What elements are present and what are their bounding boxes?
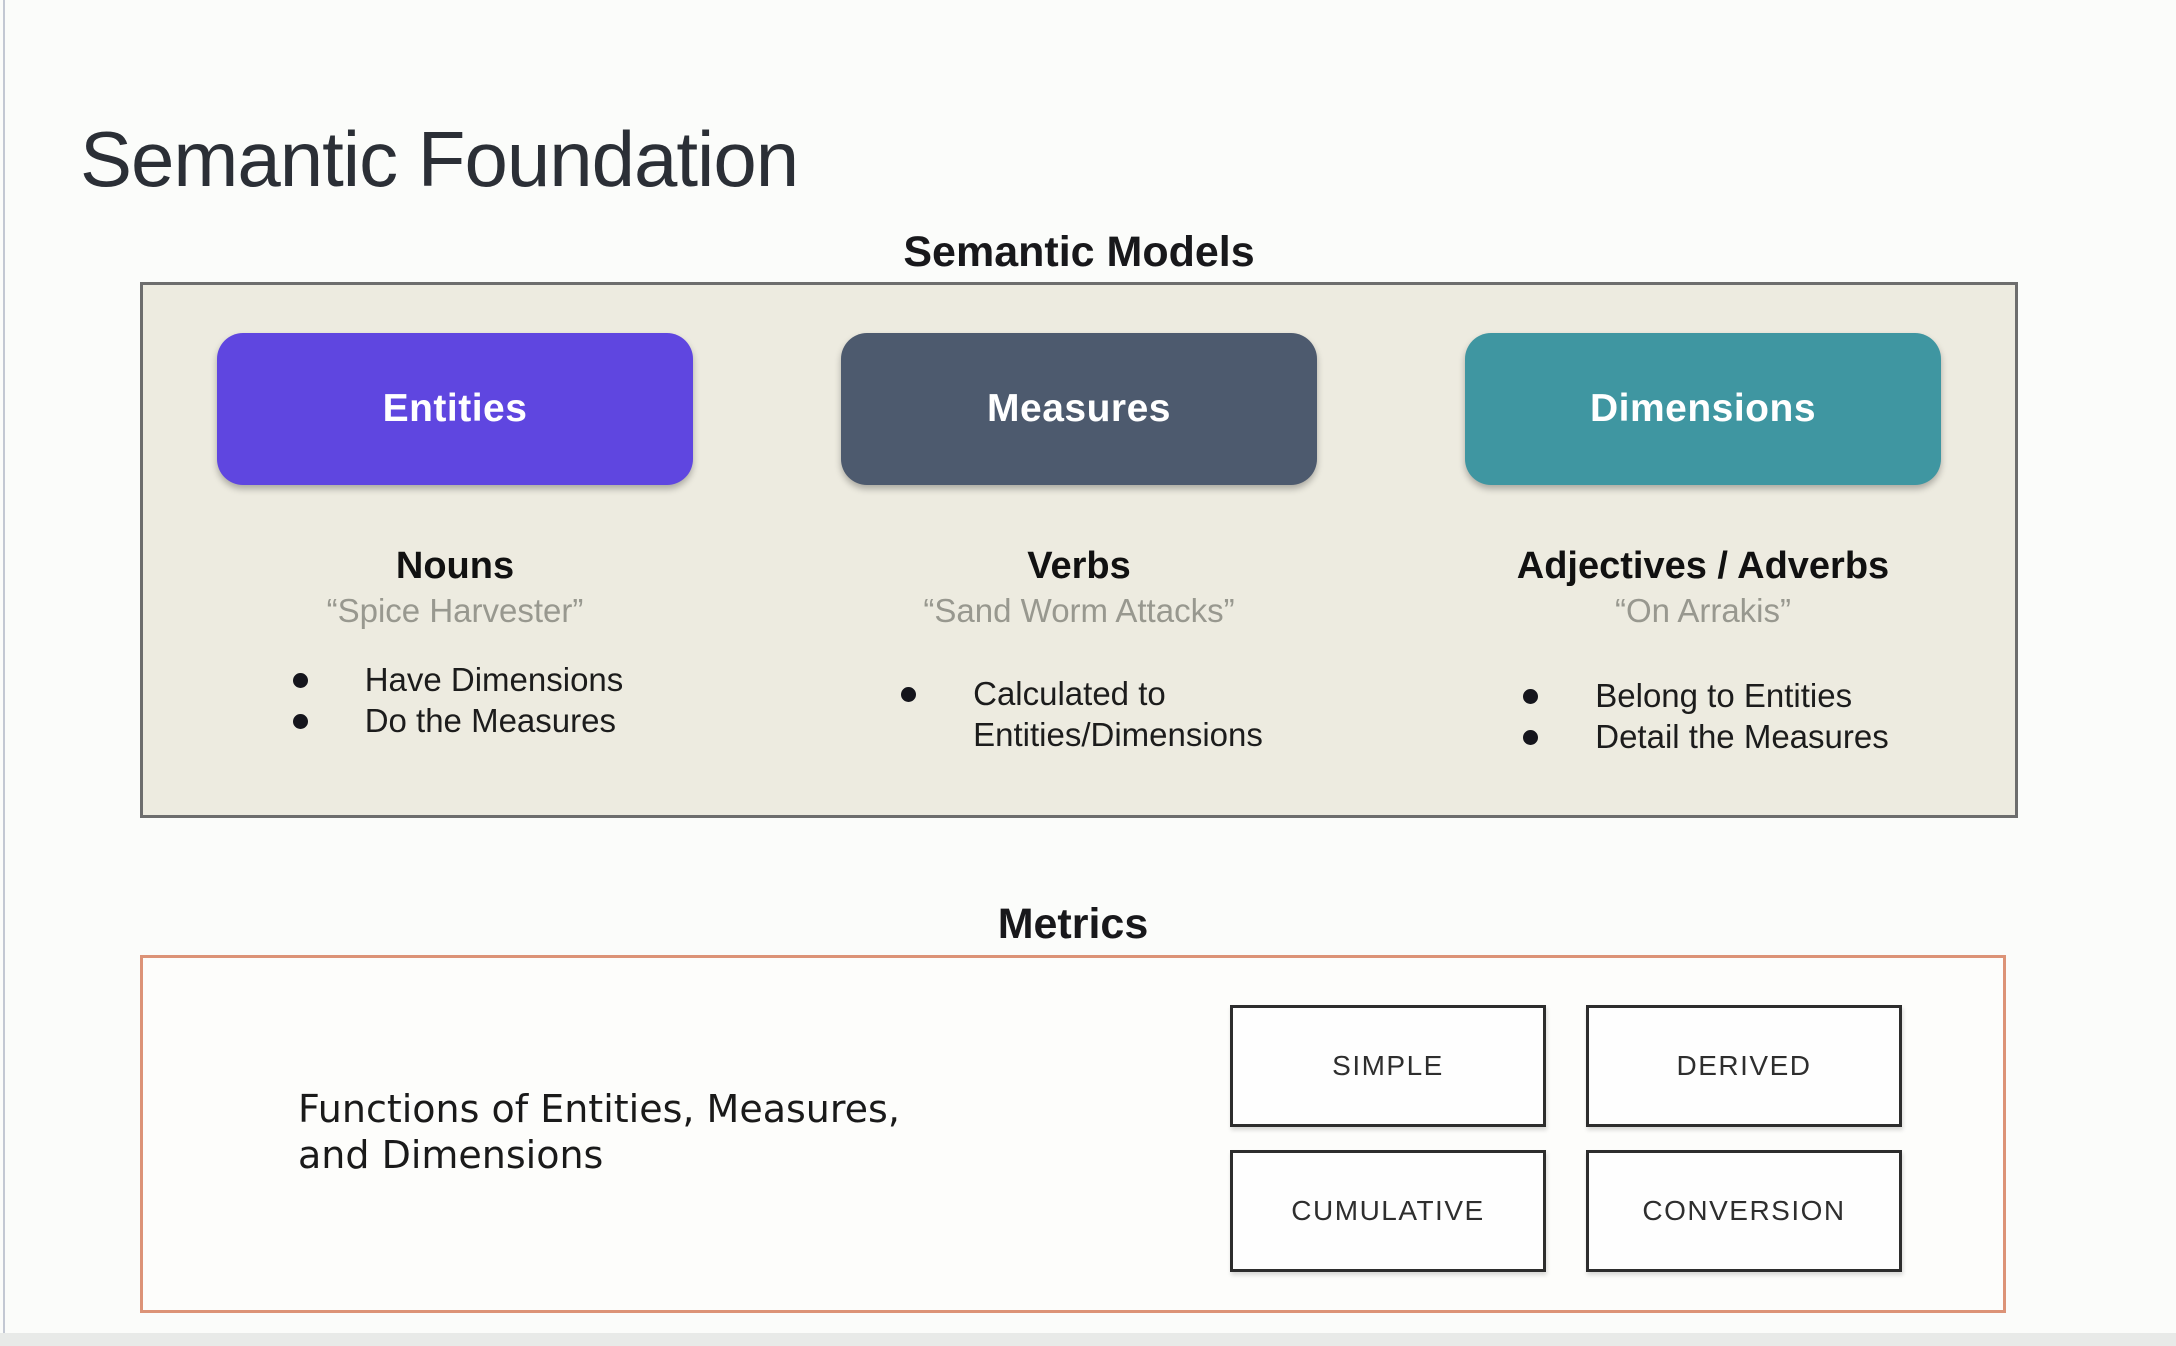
dimensions-bullet-list: Belong to Entities Detail the Measures xyxy=(1517,676,1889,758)
metric-box-cumulative: CUMULATIVE xyxy=(1230,1150,1546,1272)
bottom-edge-strip xyxy=(0,1333,2176,1346)
bullet-icon xyxy=(901,687,917,703)
bullet-text: Have Dimensions xyxy=(364,661,624,698)
metrics-panel: Functions of Entities, Measures, and Dim… xyxy=(140,955,2006,1313)
bullet-icon xyxy=(292,714,308,730)
bullet-text: Do the Measures xyxy=(364,701,616,739)
bullet-item: Do the Measures xyxy=(287,701,624,742)
bullet-text: Calculated to Entities/Dimensions xyxy=(973,675,1263,753)
measures-bullet-list: Calculated to Entities/Dimensions xyxy=(895,674,1263,756)
measures-role-label: Verbs xyxy=(1027,545,1131,587)
bullet-text: Detail the Measures xyxy=(1595,717,1889,755)
bullet-item: Calculated to Entities/Dimensions xyxy=(895,674,1263,756)
metric-box-simple: SIMPLE xyxy=(1230,1005,1546,1127)
metric-box-conversion: CONVERSION xyxy=(1586,1150,1902,1272)
dimensions-role-label: Adjectives / Adverbs xyxy=(1516,545,1890,587)
bullet-item: Belong to Entities xyxy=(1517,676,1888,717)
entities-pill: Entities xyxy=(217,333,693,485)
entities-role-label: Nouns xyxy=(395,545,515,587)
window-left-border xyxy=(3,0,5,1346)
metrics-section-heading: Metrics xyxy=(997,900,1149,948)
bullet-item: Detail the Measures xyxy=(1517,717,1889,758)
model-column-measures: Measures Verbs “Sand Worm Attacks” Calcu… xyxy=(767,285,1391,815)
metrics-description: Functions of Entities, Measures, and Dim… xyxy=(298,1087,900,1178)
dimensions-example-quote: “On Arrakis” xyxy=(1614,592,1792,629)
measures-example-quote: “Sand Worm Attacks” xyxy=(923,592,1235,629)
entities-bullet-list: Have Dimensions Do the Measures xyxy=(287,660,624,742)
bullet-text: Belong to Entities xyxy=(1595,677,1853,714)
dimensions-pill: Dimensions xyxy=(1465,333,1941,485)
bullet-icon xyxy=(1523,689,1539,705)
models-section-heading: Semantic Models xyxy=(903,228,1255,276)
models-panel: Entities Nouns “Spice Harvester” Have Di… xyxy=(140,282,2018,818)
model-column-dimensions: Dimensions Adjectives / Adverbs “On Arra… xyxy=(1391,285,2015,815)
metric-type-grid: SIMPLE DERIVED CUMULATIVE CONVERSION xyxy=(1230,1005,1902,1272)
measures-pill: Measures xyxy=(841,333,1317,485)
page-title: Semantic Foundation xyxy=(80,115,799,204)
entities-example-quote: “Spice Harvester” xyxy=(326,592,584,629)
metric-box-derived: DERIVED xyxy=(1586,1005,1902,1127)
bullet-icon xyxy=(292,673,308,689)
bullet-icon xyxy=(1523,730,1539,746)
model-column-entities: Entities Nouns “Spice Harvester” Have Di… xyxy=(143,285,767,815)
bullet-item: Have Dimensions xyxy=(287,660,624,701)
